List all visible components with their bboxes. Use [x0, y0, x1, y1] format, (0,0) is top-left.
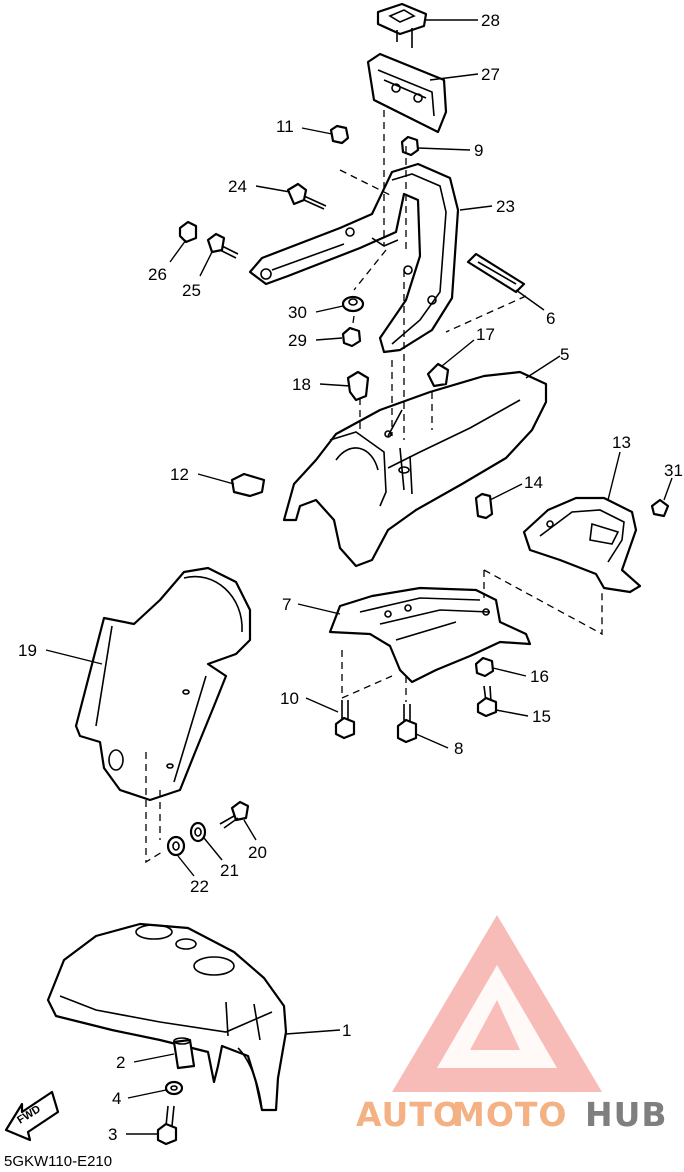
leader-lines	[45, 19, 673, 1135]
callout-24: 24	[228, 177, 247, 196]
callouts: 28 27 11 9 24 23 26 25 6 30 29 17 18 5 1…	[18, 11, 683, 1144]
part-12-grommet	[230, 472, 266, 498]
callout-2: 2	[116, 1053, 125, 1072]
part-4-washer	[164, 1080, 184, 1096]
callout-4: 4	[112, 1089, 121, 1108]
part-11-nut	[329, 124, 350, 145]
callout-20: 20	[248, 843, 267, 862]
callout-30: 30	[288, 303, 307, 322]
part-25-bolt	[206, 232, 239, 259]
callout-19: 19	[18, 641, 37, 660]
part-1-front-fender	[46, 922, 288, 1112]
watermark-logo: AUTO MOTO HUB	[356, 915, 668, 1134]
callout-12: 12	[170, 465, 189, 484]
part-30-washer	[341, 295, 365, 313]
callout-21: 21	[220, 861, 239, 880]
part-28-plate	[376, 2, 428, 48]
part-26-nut	[178, 220, 198, 244]
callout-14: 14	[524, 473, 543, 492]
watermark-auto: AUTO	[356, 1095, 462, 1134]
part-19-inner-fender	[74, 566, 252, 802]
part-10-bolt	[334, 700, 356, 740]
callout-25: 25	[182, 281, 201, 300]
part-3-bolt	[156, 1105, 178, 1146]
watermark-moto: MOTO	[452, 1095, 567, 1134]
part-15-bolt	[476, 685, 498, 718]
part-18-clip	[346, 370, 370, 402]
callout-3: 3	[108, 1125, 117, 1144]
callout-5: 5	[560, 345, 569, 364]
callout-22: 22	[190, 877, 209, 896]
part-5-rear-fender	[282, 370, 548, 568]
callout-26: 26	[148, 265, 167, 284]
callout-17: 17	[476, 325, 495, 344]
callout-13: 13	[612, 433, 631, 452]
callout-1: 1	[342, 1021, 351, 1040]
part-27-bracket	[366, 52, 448, 134]
callout-10: 10	[280, 689, 299, 708]
callout-31: 31	[664, 461, 683, 480]
assembly-lines	[145, 110, 603, 864]
part-22-washer	[166, 835, 186, 857]
part-24-bolt	[286, 182, 327, 210]
callout-28: 28	[481, 11, 500, 30]
part-20-bolt	[219, 800, 250, 829]
callout-18: 18	[292, 375, 311, 394]
callout-16: 16	[530, 667, 549, 686]
callout-11: 11	[276, 117, 294, 136]
part-6-label	[466, 252, 526, 294]
diagram-code: 5GKW110-E210	[4, 1153, 112, 1170]
callout-9: 9	[474, 141, 483, 160]
part-16-nut	[474, 656, 495, 678]
part-9-nut	[400, 135, 420, 157]
part-31-clip	[650, 498, 670, 518]
fwd-arrow-icon: FWD	[4, 1090, 60, 1142]
part-13-bracket	[522, 496, 642, 594]
part-23-carrier	[248, 162, 460, 354]
callout-29: 29	[288, 331, 307, 350]
part-8-bolt	[396, 704, 418, 744]
part-21-washer	[189, 821, 207, 843]
callout-7: 7	[282, 595, 291, 614]
callout-23: 23	[496, 197, 515, 216]
callout-6: 6	[546, 309, 555, 328]
callout-8: 8	[454, 739, 463, 758]
part-14-nut	[474, 492, 494, 520]
part-2-collar	[172, 1037, 196, 1070]
part-17-clip	[426, 362, 450, 388]
part-7-flap	[328, 586, 532, 684]
part-29-nut	[341, 326, 362, 348]
callout-15: 15	[532, 707, 551, 726]
callout-27: 27	[481, 65, 500, 84]
watermark-hub: HUB	[585, 1095, 668, 1134]
